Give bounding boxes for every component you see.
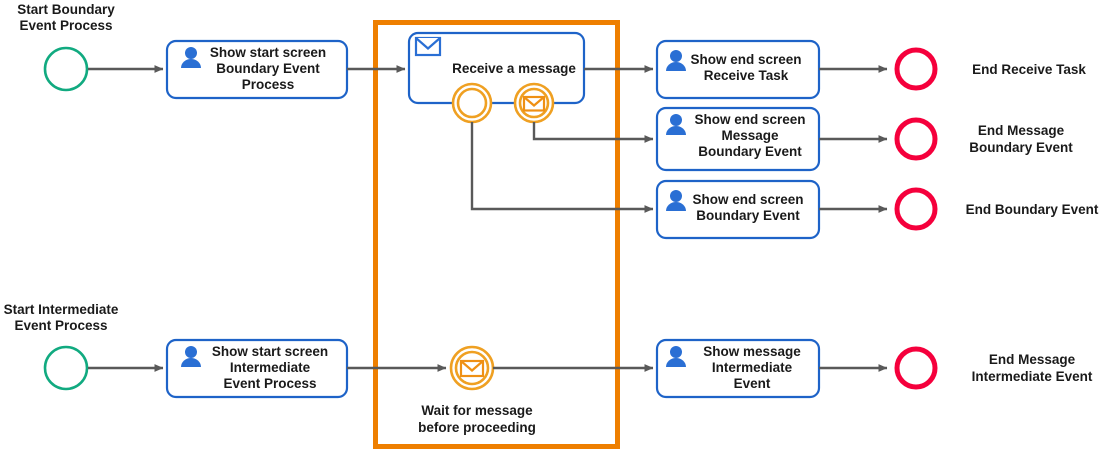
boundary-event-plain[interactable] <box>451 82 493 124</box>
end-label-message-boundary-line2: Boundary Event <box>969 140 1073 155</box>
intermediate-message-catch-event[interactable] <box>449 345 495 391</box>
user-icon <box>181 47 201 68</box>
task-label-line2: Intermediate <box>712 360 793 375</box>
start-event-intermediate-process[interactable] <box>43 345 89 391</box>
task-label-line3: Boundary Event <box>698 144 802 159</box>
task-label-line1: Show end screen <box>690 52 801 67</box>
task-label-line3: Event <box>734 376 771 391</box>
task-label-line2: Receive Task <box>704 68 789 83</box>
task-label-line2: Boundary Event <box>216 61 320 76</box>
receive-task-label: Receive a message <box>452 61 576 76</box>
start-boundary-label-line1: Start Boundary <box>17 2 115 17</box>
user-icon <box>666 50 686 71</box>
envelope-icon <box>459 359 485 378</box>
task-end-boundary[interactable]: Show end screen Boundary Event <box>655 179 821 240</box>
end-label-intermediate-line2: Intermediate Event <box>972 369 1093 384</box>
flow-boundary-to-task <box>470 122 654 213</box>
task-end-message-boundary[interactable]: Show end screen Message Boundary Event <box>655 106 821 172</box>
end-event-receive-task[interactable] <box>894 47 938 91</box>
task-start-screen-intermediate[interactable]: Show start screen Intermediate Event Pro… <box>165 338 349 399</box>
envelope-icon <box>522 95 546 112</box>
user-icon <box>666 114 686 135</box>
end-label-boundary: End Boundary Event <box>966 202 1099 217</box>
task-label-line1: Show end screen <box>692 192 803 207</box>
task-label-line2: Message <box>721 128 779 143</box>
envelope-icon <box>414 36 442 57</box>
start-intermediate-label-line2: Event Process <box>14 318 107 333</box>
flow-message-boundary-to-task <box>532 122 654 143</box>
task-label-line3: Process <box>242 77 295 92</box>
end-event-message-intermediate[interactable] <box>894 346 938 390</box>
start-event-boundary-process[interactable] <box>43 46 89 92</box>
task-label-line1: Show start screen <box>212 344 328 359</box>
user-icon <box>666 190 686 211</box>
receive-task[interactable]: Receive a message <box>407 31 586 105</box>
user-icon <box>181 346 201 367</box>
end-event-boundary[interactable] <box>894 187 938 231</box>
task-label-line2: Intermediate <box>230 360 311 375</box>
task-label-line1: Show end screen <box>694 112 805 127</box>
task-label-line3: Event Process <box>223 376 316 391</box>
task-label-line1: Show message <box>703 344 801 359</box>
start-intermediate-label-line1: Start Intermediate <box>4 302 119 317</box>
start-boundary-label-line2: Event Process <box>19 18 112 33</box>
task-end-receive[interactable]: Show end screen Receive Task <box>655 39 821 100</box>
end-label-intermediate-line1: End Message <box>989 352 1076 367</box>
group-note-line1: Wait for message <box>421 403 533 418</box>
task-start-screen-boundary[interactable]: Show start screen Boundary Event Process <box>165 39 349 100</box>
user-icon <box>666 346 686 367</box>
end-label-message-boundary-line1: End Message <box>978 123 1065 138</box>
end-event-message-boundary[interactable] <box>894 117 938 161</box>
boundary-event-message[interactable] <box>513 82 555 124</box>
task-label-line1: Show start screen <box>210 45 326 60</box>
task-label-line2: Boundary Event <box>696 208 800 223</box>
message-region-group <box>373 20 620 449</box>
group-note-line2: before proceeding <box>418 420 536 435</box>
task-show-message[interactable]: Show message Intermediate Event <box>655 338 821 399</box>
end-label-receive-task: End Receive Task <box>972 62 1086 77</box>
